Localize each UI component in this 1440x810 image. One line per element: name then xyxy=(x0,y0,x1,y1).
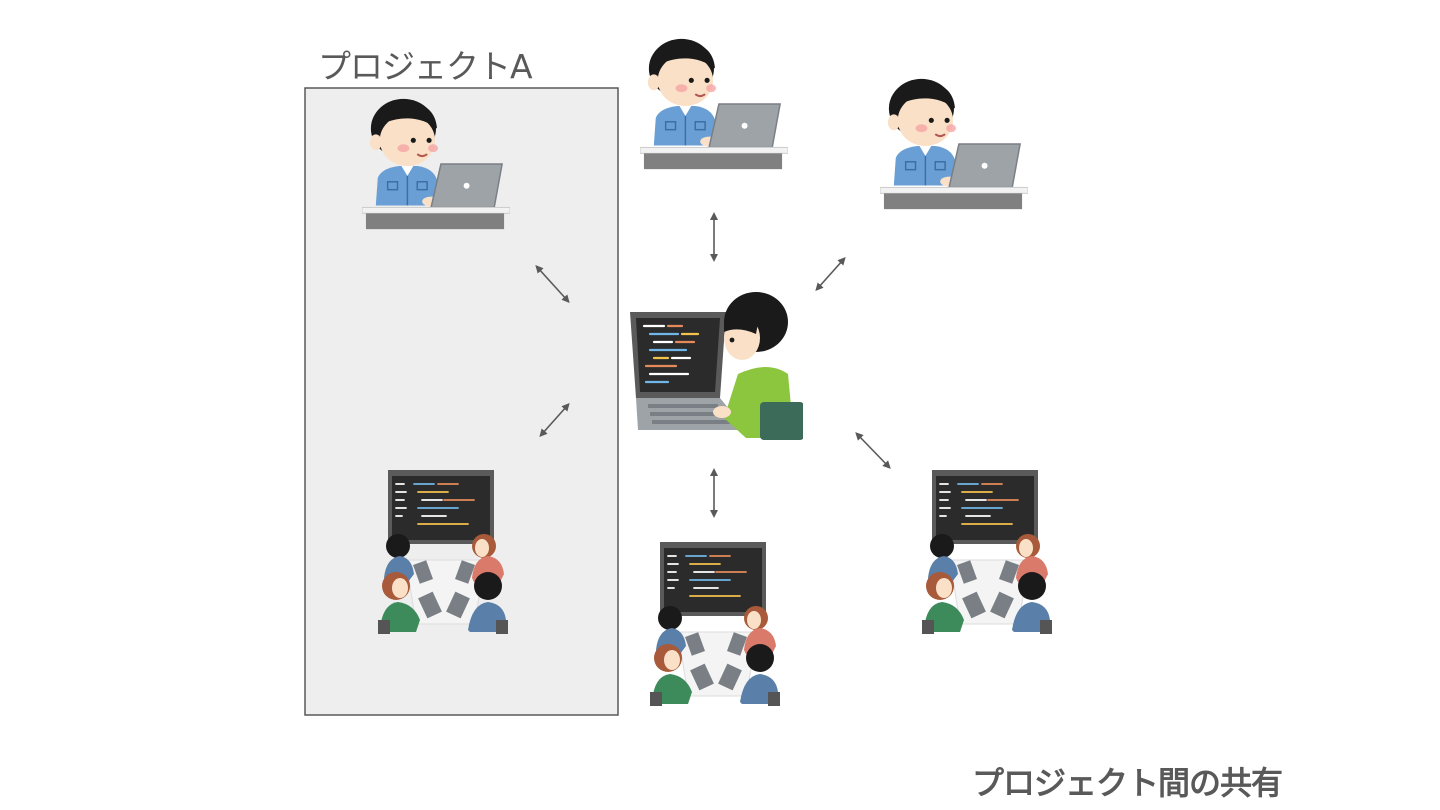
team-bottom-center xyxy=(650,542,780,707)
project-a-label: プロジェクトA xyxy=(318,47,533,86)
arrow-project-a-worker xyxy=(535,265,570,303)
arrow-top-right xyxy=(815,257,846,291)
diagram-caption: プロジェクト間の共有 xyxy=(972,764,1283,802)
worker-top-right xyxy=(880,77,1028,211)
central-programmer xyxy=(628,290,803,440)
arrow-project-a-team xyxy=(539,403,570,437)
worker-top-center xyxy=(640,37,788,171)
arrow-bottom-right xyxy=(855,432,891,469)
team-bottom-right xyxy=(922,470,1052,635)
